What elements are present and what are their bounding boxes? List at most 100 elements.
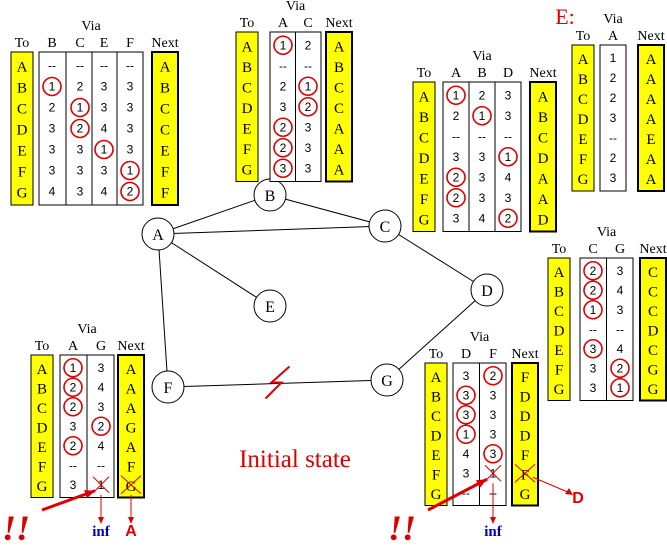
- chosen-route-circle: [498, 146, 518, 167]
- cost-f-via-a: 2: [610, 151, 617, 165]
- node-f: F: [151, 370, 185, 404]
- cost-c-via-g: 3: [98, 400, 105, 414]
- next-column: [325, 31, 353, 183]
- via-neighbor-d: D: [503, 66, 513, 81]
- cost-g-via-c: 3: [305, 161, 312, 175]
- to-column: [412, 81, 436, 232]
- via-neighbor-f: F: [489, 347, 497, 362]
- cost-d-via-d: 1: [505, 150, 512, 164]
- node-circle: [368, 209, 402, 243]
- cost-b-via-g: 4: [98, 380, 105, 394]
- cost-b-via-a: 2: [453, 109, 460, 123]
- to-a: A: [578, 52, 589, 68]
- cost-a-via-a: 1: [280, 38, 287, 52]
- to-column: [10, 51, 34, 206]
- next-a: A: [160, 60, 171, 76]
- cross-out-icon: [514, 463, 536, 483]
- via-neighbor-a: A: [68, 339, 79, 354]
- cost-f-via-g: 2: [617, 361, 624, 375]
- next-c: C: [538, 130, 548, 146]
- chosen-route-circle: [298, 76, 318, 97]
- via-neighbor-d: D: [461, 347, 471, 362]
- cost-g-via-a: 3: [610, 171, 617, 185]
- via-neighbor-b: B: [47, 36, 56, 51]
- chosen-route-circle: [456, 385, 476, 406]
- node-b: B: [253, 178, 287, 212]
- to-column: [571, 44, 595, 192]
- chosen-route-circle: [273, 117, 293, 138]
- chosen-route-circle: [273, 137, 293, 158]
- cost-a-via-c: 2: [590, 264, 597, 278]
- via-header: Via: [597, 225, 617, 240]
- arrow-head-icon: [98, 517, 104, 524]
- chosen-route-circle: [456, 424, 476, 445]
- via-neighbor-a: A: [451, 66, 462, 81]
- cost-d-via-a: 3: [453, 150, 460, 164]
- cost-c-via-d: 3: [463, 408, 470, 422]
- next-g: A: [334, 162, 345, 178]
- broken-link-icon: [264, 365, 291, 400]
- cost-a-via-g: 3: [98, 361, 105, 375]
- chosen-route-circle: [120, 160, 140, 181]
- node-e: E: [253, 289, 287, 323]
- via-neighbor-b: B: [477, 66, 486, 81]
- alert-arrow: [427, 477, 488, 512]
- arrow-head-icon: [476, 479, 487, 488]
- cost-c-via-a: 2: [70, 400, 77, 414]
- cost-b-via-f: 3: [127, 80, 134, 94]
- next-f: G: [648, 362, 659, 378]
- cost-d-via-a: 3: [610, 111, 617, 125]
- next-b: B: [160, 81, 170, 97]
- node-label: E: [265, 299, 275, 316]
- next-d: G: [126, 420, 137, 436]
- cost-c-via-c: 1: [590, 303, 597, 317]
- to-e: E: [554, 343, 563, 359]
- cost-f-via-b: 3: [49, 164, 56, 178]
- to-c: C: [431, 409, 441, 425]
- to-b: B: [578, 72, 588, 88]
- to-c: C: [578, 92, 588, 108]
- node-circle: [151, 370, 185, 404]
- cost-g-via-f: 2: [127, 185, 134, 199]
- to-b: B: [419, 110, 429, 126]
- to-f: F: [38, 459, 46, 475]
- cost-f-via-g: --: [97, 458, 105, 472]
- via-neighbor-e: E: [100, 36, 109, 51]
- next-b: B: [334, 60, 344, 76]
- via-box: [599, 44, 627, 192]
- to-g: G: [578, 172, 589, 188]
- to-d: D: [17, 123, 28, 139]
- next-column: [637, 44, 665, 192]
- next-header: Next: [325, 16, 352, 31]
- new-next-hop-label: A: [125, 523, 137, 540]
- chosen-route-circle: [94, 139, 114, 160]
- link-A-B: [157, 194, 271, 235]
- next-d: C: [160, 123, 170, 139]
- via-neighbor-c: C: [75, 36, 84, 51]
- cost-f-via-d: 3: [463, 466, 470, 480]
- cost-b-via-d: 3: [505, 109, 512, 123]
- chosen-route-circle: [472, 105, 492, 126]
- cost-b-via-f: 3: [490, 388, 497, 402]
- next-f: F: [127, 459, 135, 475]
- cost-c-via-e: 3: [101, 101, 108, 115]
- to-a: A: [242, 39, 253, 55]
- inf-label: inf: [484, 524, 503, 540]
- via-header: Via: [472, 49, 492, 64]
- to-f: F: [243, 142, 251, 158]
- to-g: G: [419, 212, 430, 228]
- to-a: A: [419, 89, 430, 105]
- next-header: Next: [151, 36, 178, 51]
- chosen-route-circle: [446, 85, 466, 106]
- cost-a-via-f: 2: [490, 369, 497, 383]
- node-label: G: [381, 373, 393, 390]
- to-c: C: [554, 304, 564, 320]
- cost-a-via-c: 2: [305, 38, 312, 52]
- to-header: To: [429, 347, 444, 362]
